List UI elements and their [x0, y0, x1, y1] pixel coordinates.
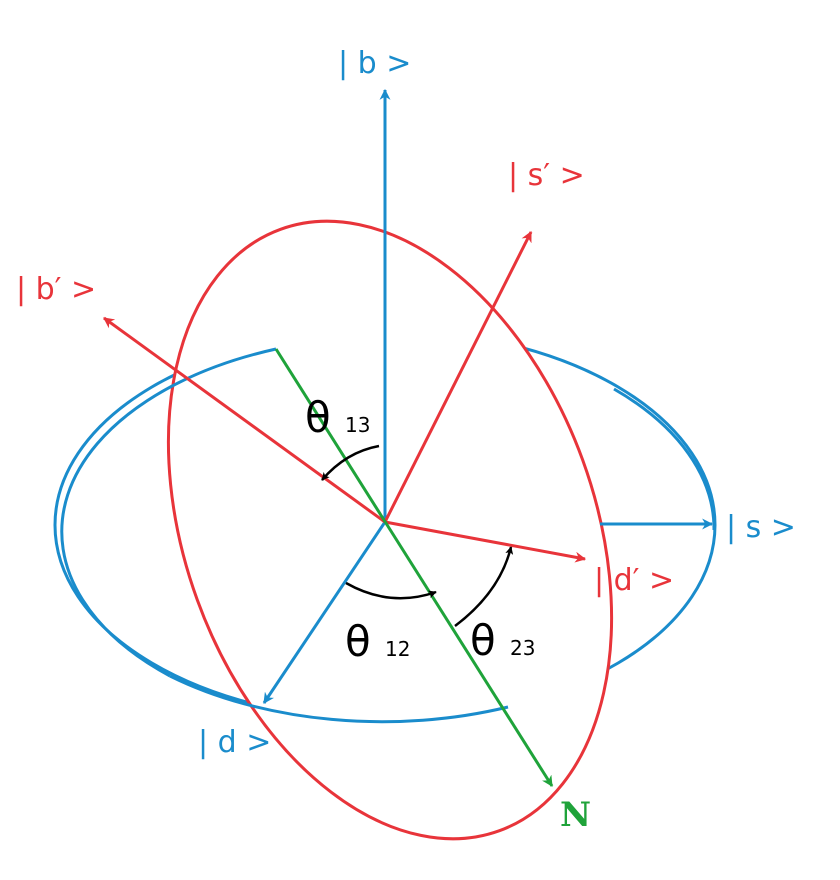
node-line-arrow [274, 348, 554, 787]
b-prime-axis-arrow [103, 316, 386, 524]
theta12-label: θ [345, 617, 371, 666]
b-prime-ket-label: | b′ > [16, 272, 96, 307]
d-ket-label: | d > [198, 725, 271, 760]
s-ket-label: | s > [726, 510, 796, 545]
theta23-arc [454, 546, 514, 627]
theta12-subscript: 12 [385, 637, 410, 661]
theta13-arc [321, 444, 380, 481]
d-prime-ket-label: | d′ > [594, 563, 674, 598]
original-plane-ellipse-front [169, 674, 509, 724]
d-prime-axis-arrow [384, 520, 587, 563]
node-label: N [560, 795, 591, 835]
s-prime-axis-arrow [383, 231, 533, 523]
s-prime-ket-label: | s′ > [508, 158, 585, 193]
theta23-subscript: 23 [510, 636, 535, 660]
rotated-plane-ellipse [166, 219, 614, 841]
d-axis-arrow [262, 521, 387, 704]
theta23-label: θ [470, 616, 496, 665]
theta13-subscript: 13 [345, 413, 370, 437]
theta12-arc [345, 581, 437, 600]
original-plane-ellipse-right [613, 387, 716, 531]
theta13-label: θ [305, 393, 331, 442]
b-ket-label: | b > [338, 46, 411, 81]
